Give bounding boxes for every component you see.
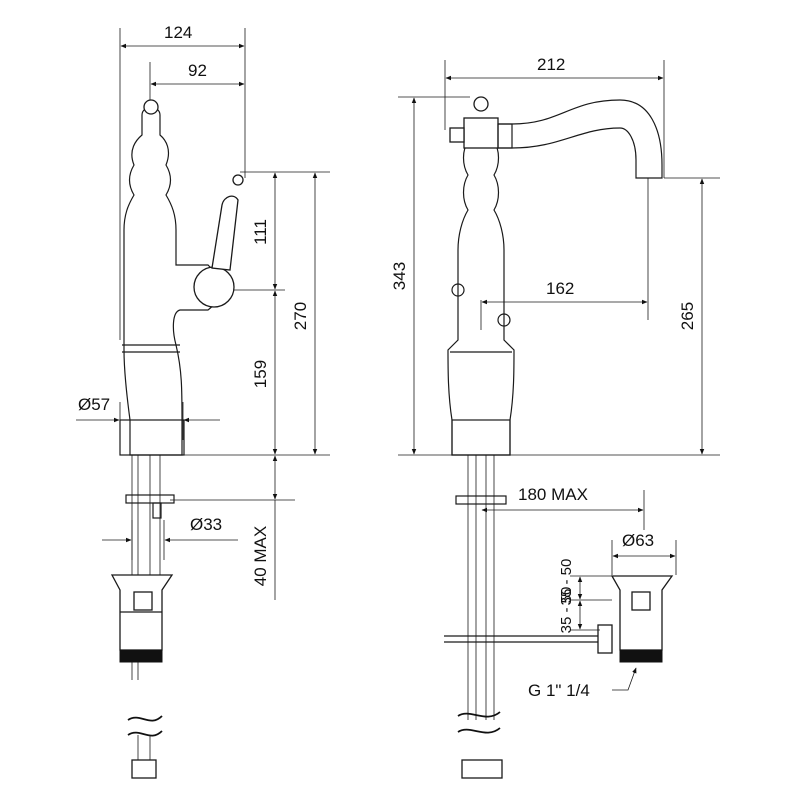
- dim-thread-label: G 1" 1/4: [528, 681, 590, 700]
- front-view-waste-lever: [631, 591, 651, 611]
- dim-33-label: Ø33: [190, 515, 222, 534]
- front-view-waste-thread: [619, 649, 663, 663]
- front-view-base: [451, 419, 511, 456]
- dim-343-label: 343: [390, 262, 409, 290]
- side-view-handle-tip: [232, 174, 244, 186]
- dim-thread-leader: [612, 667, 637, 691]
- front-view-spout: [498, 99, 663, 179]
- front-view-waste-connector: [597, 624, 613, 654]
- side-view-handle-lever: [211, 195, 239, 271]
- front-view-spout-collar: [497, 123, 513, 149]
- front-view-handle-stub: [449, 127, 465, 143]
- front-view-hose-break-upper: [457, 711, 501, 718]
- dim-270-label: 270: [291, 302, 310, 330]
- side-view-nut: [152, 502, 162, 519]
- front-view-fixing-plate: [455, 495, 507, 505]
- front-view-side-knob-left: [451, 283, 465, 297]
- front-view-head: [463, 117, 499, 149]
- front-view-finial: [473, 96, 489, 112]
- side-view-hose-break-upper: [127, 715, 163, 722]
- side-view-waste-thread: [119, 649, 163, 663]
- front-view-hose-connector: [461, 759, 503, 779]
- side-view-hose-break-lower: [127, 730, 163, 737]
- side-view-hose-connector: [131, 759, 157, 779]
- dim-212-label: 212: [537, 55, 565, 74]
- side-view-waste-lever: [133, 591, 153, 611]
- dim-111-label: 111: [251, 219, 270, 245]
- dim-180-label: 180 MAX: [518, 485, 588, 504]
- dim-63-label: Ø63: [622, 531, 654, 550]
- side-view: 124 92 111 159 270 40 MAX Ø57 Ø33: [76, 23, 330, 779]
- side-view-body-outline: [123, 106, 233, 456]
- dim-waste-upper-label: 35 - 50: [558, 559, 575, 606]
- dim-57-label: Ø57: [78, 395, 110, 414]
- dim-40max-label: 40 MAX: [251, 526, 270, 586]
- dim-265-label: 265: [678, 302, 697, 330]
- side-view-handle-hub: [193, 266, 235, 308]
- side-view-fixing-plate: [125, 494, 175, 504]
- dim-124-label: 124: [164, 23, 192, 42]
- dim-waste-lower-label: 35 - 50: [558, 587, 575, 634]
- side-view-finial: [143, 99, 159, 115]
- front-view: 212 343 162 265 180 MAX Ø63 35 - 50 35 -: [390, 55, 720, 779]
- dim-92-label: 92: [188, 61, 207, 80]
- dim-162-label: 162: [546, 279, 574, 298]
- front-view-hose-break-lower: [457, 727, 501, 734]
- dim-159-label: 159: [251, 360, 270, 388]
- front-view-side-knob-right: [497, 313, 511, 327]
- front-view-body-outline: [447, 124, 515, 456]
- front-view-waste: [610, 575, 674, 651]
